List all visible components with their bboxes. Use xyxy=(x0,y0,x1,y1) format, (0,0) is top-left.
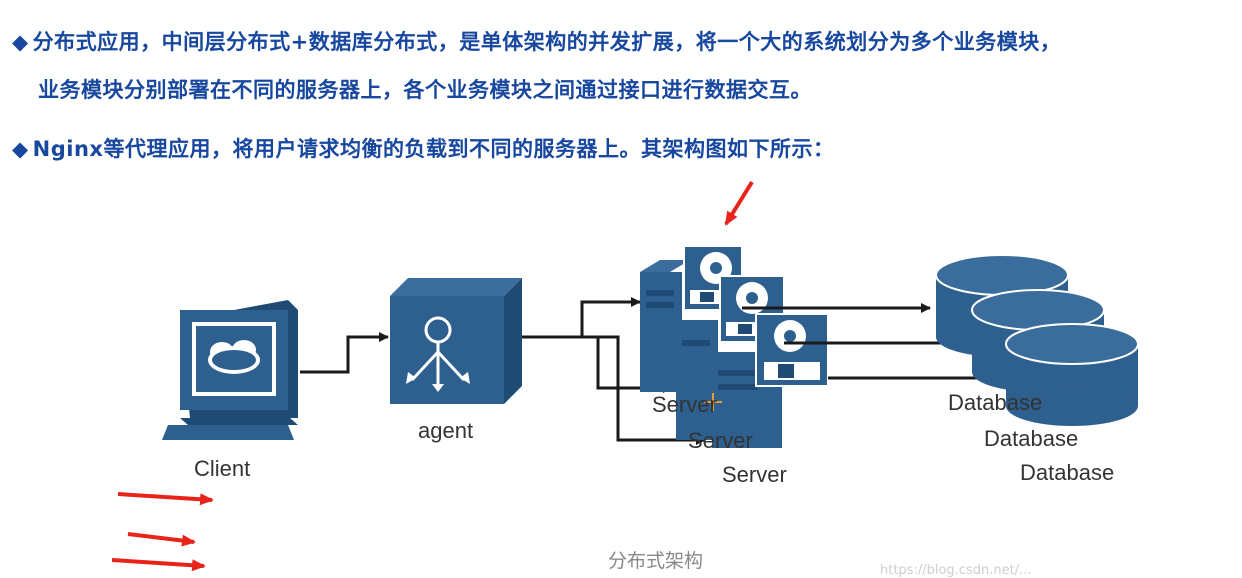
server-1-label: Server xyxy=(652,392,717,417)
diamond-bullet-icon: ◆ xyxy=(12,137,29,161)
line2-text: 业务模块分别部署在不同的服务器上，各个业务模块之间通过接口进行数据交互。 xyxy=(38,78,812,102)
server-3-label: Server xyxy=(722,462,787,487)
line3-text: Nginx等代理应用，将用户请求均衡的负载到不同的服务器上。其架构图如下所示： xyxy=(32,137,835,161)
client-to-agent-connector xyxy=(300,332,389,374)
server-3-icon xyxy=(712,313,829,448)
database-1-label: Database xyxy=(948,390,1043,415)
line1-text: 分布式应用，中间层分布式+数据库分布式，是单体架构的并发扩展，将一个大的系统划分… xyxy=(32,30,1062,54)
red-annotation-arrow-icon xyxy=(127,532,196,547)
agent-to-server3-connector xyxy=(522,335,706,445)
client-computer-icon xyxy=(162,300,298,440)
bullet-text-line-3: ◆Nginx等代理应用，将用户请求均衡的负载到不同的服务器上。其架构图如下所示： xyxy=(12,133,834,163)
diagram-caption: 分布式架构 xyxy=(608,550,704,572)
client-label: Client xyxy=(194,456,251,481)
bullet-text-line-2: 业务模块分别部署在不同的服务器上，各个业务模块之间通过接口进行数据交互。 xyxy=(38,74,812,104)
agent-to-server1-connector xyxy=(522,297,641,339)
database-3-icon xyxy=(1005,323,1139,426)
diamond-bullet-icon: ◆ xyxy=(12,30,29,54)
watermark-text: https://blog.csdn.net/... xyxy=(880,563,1032,578)
crosshair-cursor-icon xyxy=(704,393,722,411)
red-annotation-arrow-icon xyxy=(111,558,206,572)
server-2-label: Server xyxy=(688,428,753,453)
database-2-label: Database xyxy=(984,426,1079,451)
red-annotation-arrow-icon xyxy=(724,180,754,226)
agent-label: agent xyxy=(418,418,474,443)
red-annotation-arrow-icon xyxy=(117,492,214,506)
agent-load-balancer-icon xyxy=(390,278,522,404)
database-3-label: Database xyxy=(1020,460,1115,485)
bullet-text-line-1: ◆分布式应用，中间层分布式+数据库分布式，是单体架构的并发扩展，将一个大的系统划… xyxy=(12,26,1061,56)
